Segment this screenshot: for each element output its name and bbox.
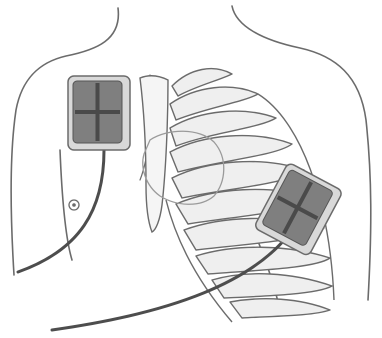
nipple	[69, 200, 79, 210]
rib-9	[212, 274, 332, 298]
rib-10	[230, 299, 330, 318]
right-upper-chest-pad	[68, 76, 130, 150]
